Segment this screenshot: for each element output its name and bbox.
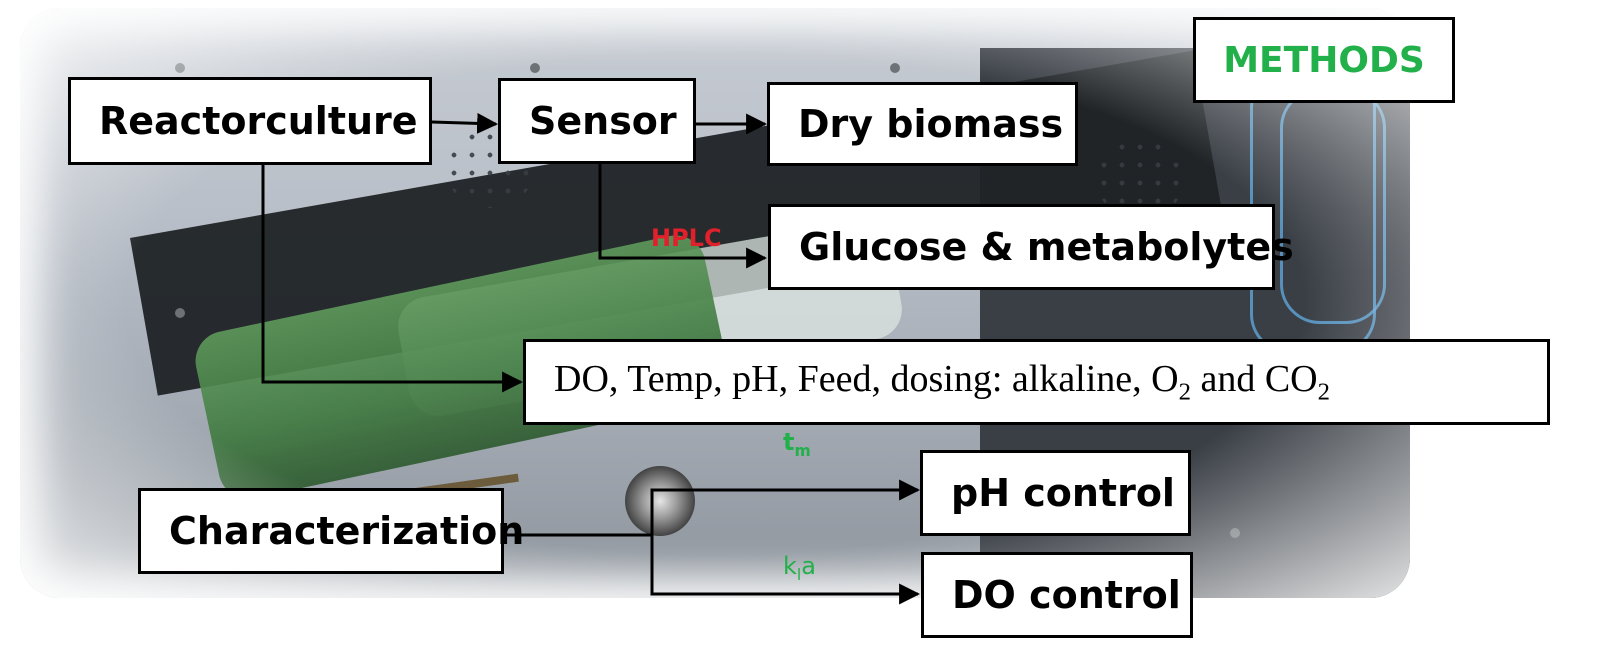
methods-label: METHODS <box>1223 39 1425 81</box>
ph-control-label: pH control <box>951 471 1175 515</box>
reactorculture-label: Reactorculture <box>99 99 418 143</box>
do-control-label: DO control <box>952 573 1181 617</box>
ph-control-box: pH control <box>920 450 1191 536</box>
reactorculture-box: Reactorculture <box>68 77 432 165</box>
dosing-label: DO, Temp, pH, Feed, dosing: alkaline, O2… <box>554 358 1330 406</box>
dry-biomass-label: Dry biomass <box>798 102 1064 146</box>
dosing-box: DO, Temp, pH, Feed, dosing: alkaline, O2… <box>523 339 1550 425</box>
kla-label: kla <box>783 552 816 584</box>
sensor-box: Sensor <box>498 78 696 164</box>
dry-biomass-box: Dry biomass <box>767 82 1078 166</box>
glucose-metabolytes-label: Glucose & metabolytes <box>799 225 1294 269</box>
glucose-metabolytes-box: Glucose & metabolytes <box>768 204 1294 290</box>
arrow-reactor-to-sensor <box>431 112 499 134</box>
methods-box: METHODS <box>1193 17 1455 103</box>
tm-label: tm <box>783 428 811 460</box>
characterization-box: Characterization <box>138 488 524 574</box>
characterization-label: Characterization <box>169 509 525 553</box>
hplc-label: HPLC <box>651 224 722 252</box>
sensor-label: Sensor <box>529 99 677 143</box>
arrow-sensor-to-glucose <box>598 162 768 269</box>
arrow-reactor-to-dosing <box>261 164 524 393</box>
arrow-to-do-control <box>650 535 921 605</box>
arrow-to-ph-control <box>650 479 921 535</box>
do-control-box: DO control <box>921 552 1193 638</box>
